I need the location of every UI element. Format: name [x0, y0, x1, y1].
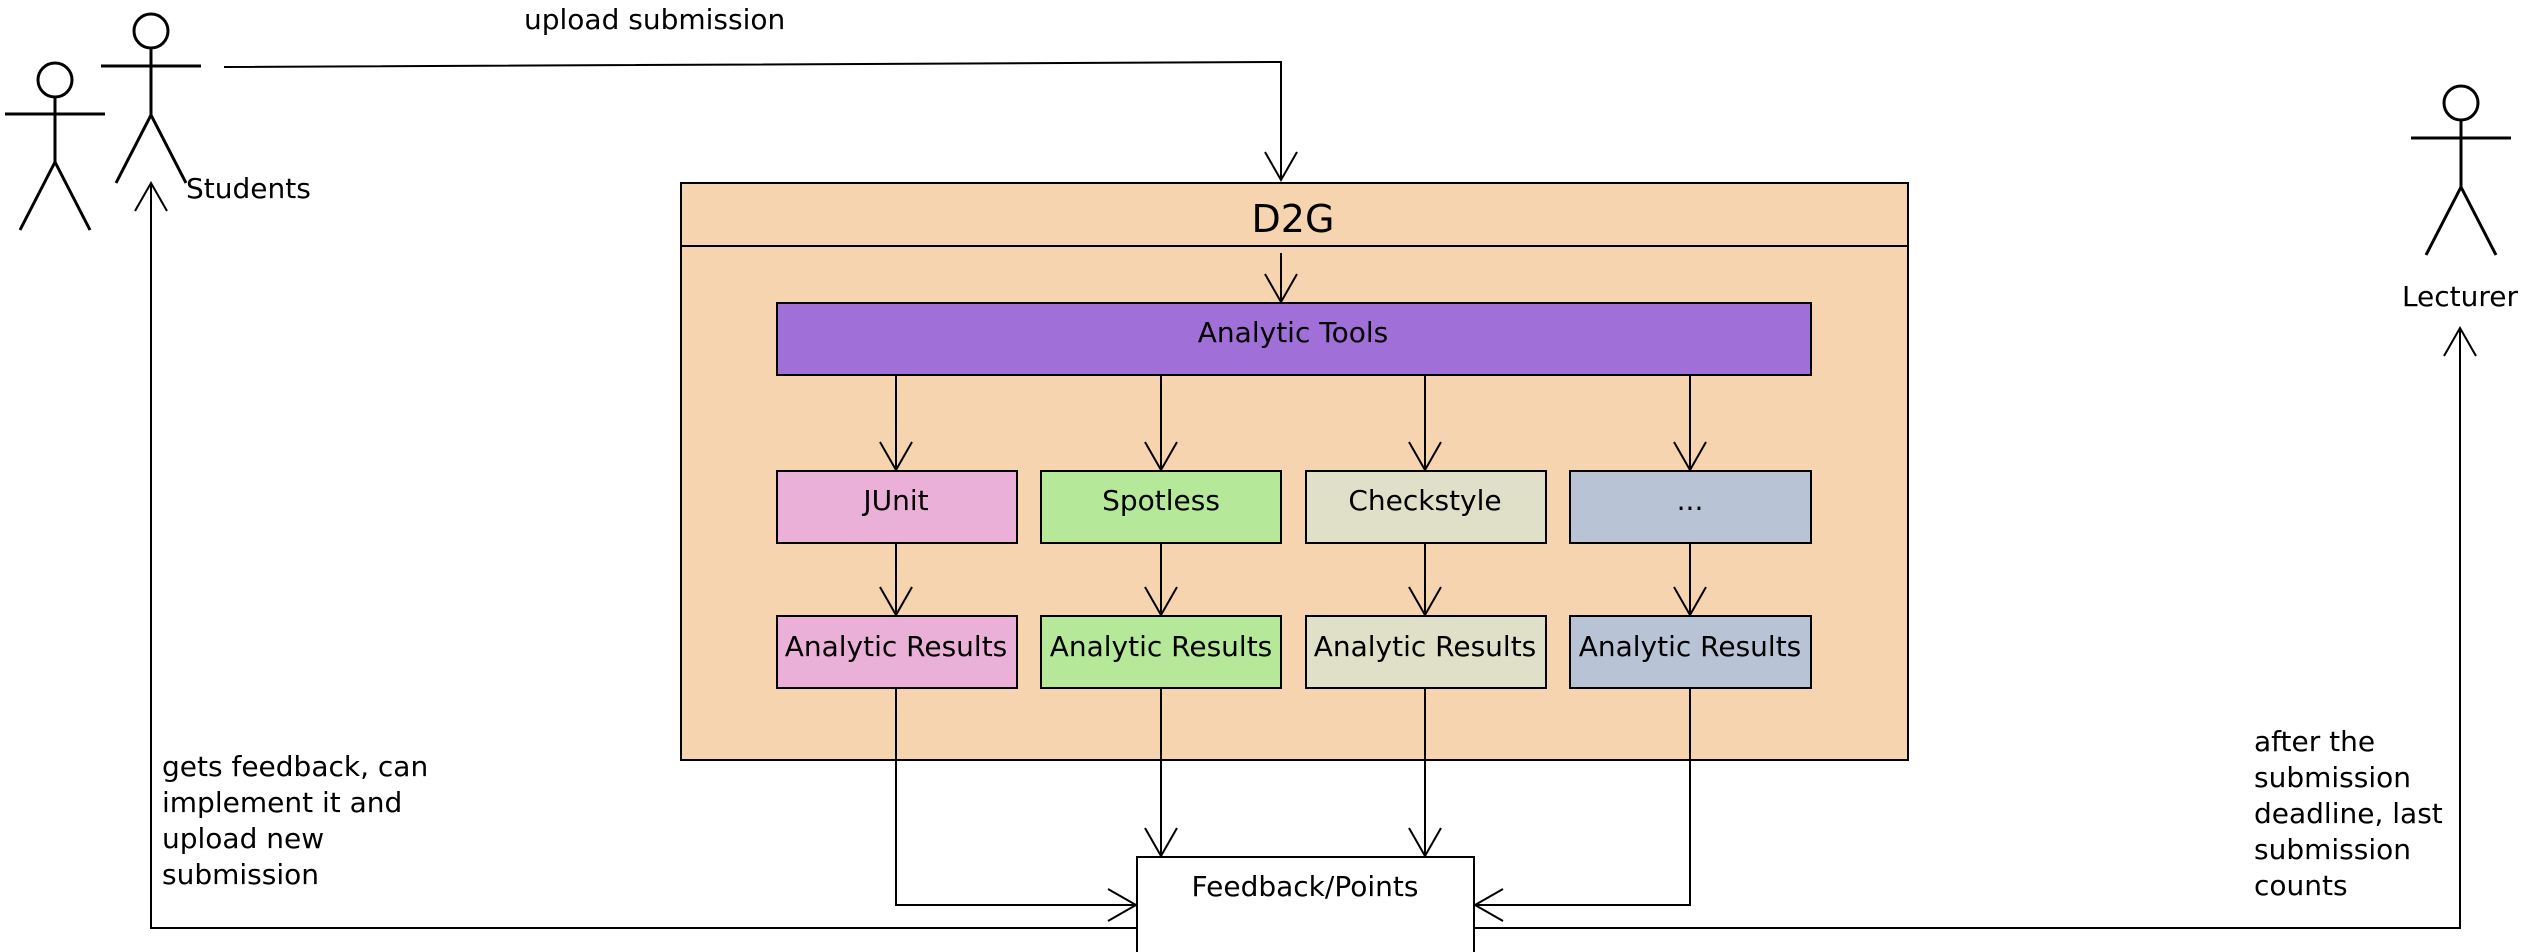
upload-submission-label: upload submission: [524, 3, 785, 36]
feedback-to-lecturer-arrow: [1474, 325, 2477, 929]
tool-other-label: ...: [1677, 484, 1704, 517]
analytic-tools-bar: [776, 302, 1812, 376]
deadline-line-1: after the: [2254, 725, 2375, 758]
result-spotless-box: [1040, 615, 1282, 689]
result-junit-label: Analytic Results: [785, 630, 1008, 663]
feedback-points-box: [1136, 856, 1475, 952]
feedback-to-students-arrow: [134, 180, 1137, 929]
deadline-note: after the submission deadline, last subm…: [2254, 725, 2452, 902]
feedback-loop-line-1: gets feedback, can: [162, 750, 428, 783]
tool-other: ...: [1569, 470, 1812, 544]
feedback-loop-line-4: submission: [162, 858, 319, 891]
result-spotless: Analytic Results: [1040, 615, 1282, 689]
analytic-tools-label: Analytic Tools: [1198, 316, 1388, 349]
student-actor-back: [5, 61, 105, 231]
result-junit: Analytic Results: [776, 615, 1018, 689]
tool-checkstyle: Checkstyle: [1305, 470, 1547, 544]
result-checkstyle: Analytic Results: [1305, 615, 1547, 689]
result-other: Analytic Results: [1569, 615, 1812, 689]
result-checkstyle-box: [1305, 615, 1547, 689]
deadline-line-3: deadline, last: [2254, 797, 2443, 830]
feedback-loop-note: gets feedback, can implement it and uplo…: [162, 750, 437, 891]
result-other-label: Analytic Results: [1579, 630, 1802, 663]
lecturer-actor: [2411, 84, 2511, 256]
lecturer-label: Lecturer: [2402, 280, 2519, 313]
tool-spotless-label: Spotless: [1102, 484, 1220, 517]
result-checkstyle-label: Analytic Results: [1314, 630, 1537, 663]
result-junit-box: [776, 615, 1018, 689]
deadline-line-5: counts: [2254, 869, 2348, 902]
tool-spotless: Spotless: [1040, 470, 1282, 544]
student-actor-front: [101, 12, 201, 184]
upload-arrow: [223, 60, 1298, 183]
result-to-feedback-arrows: [895, 688, 1691, 922]
tools-to-tool-arrows: [879, 375, 1707, 473]
tool-other-box: [1569, 470, 1812, 544]
feedback-loop-line-2: implement it and: [162, 786, 402, 819]
tool-junit-label: JUnit: [861, 484, 928, 517]
feedback-points-label: Feedback/Points: [1192, 870, 1419, 903]
deadline-line-2: submission: [2254, 761, 2411, 794]
tool-junit: JUnit: [776, 470, 1018, 544]
d2g-title: D2G: [1252, 197, 1335, 241]
feedback-loop-line-3: upload new: [162, 822, 324, 855]
result-spotless-label: Analytic Results: [1050, 630, 1273, 663]
tool-checkstyle-label: Checkstyle: [1348, 484, 1501, 517]
tool-to-result-arrows: [879, 543, 1707, 618]
students-label: Students: [186, 172, 311, 205]
deadline-line-4: submission: [2254, 833, 2411, 866]
